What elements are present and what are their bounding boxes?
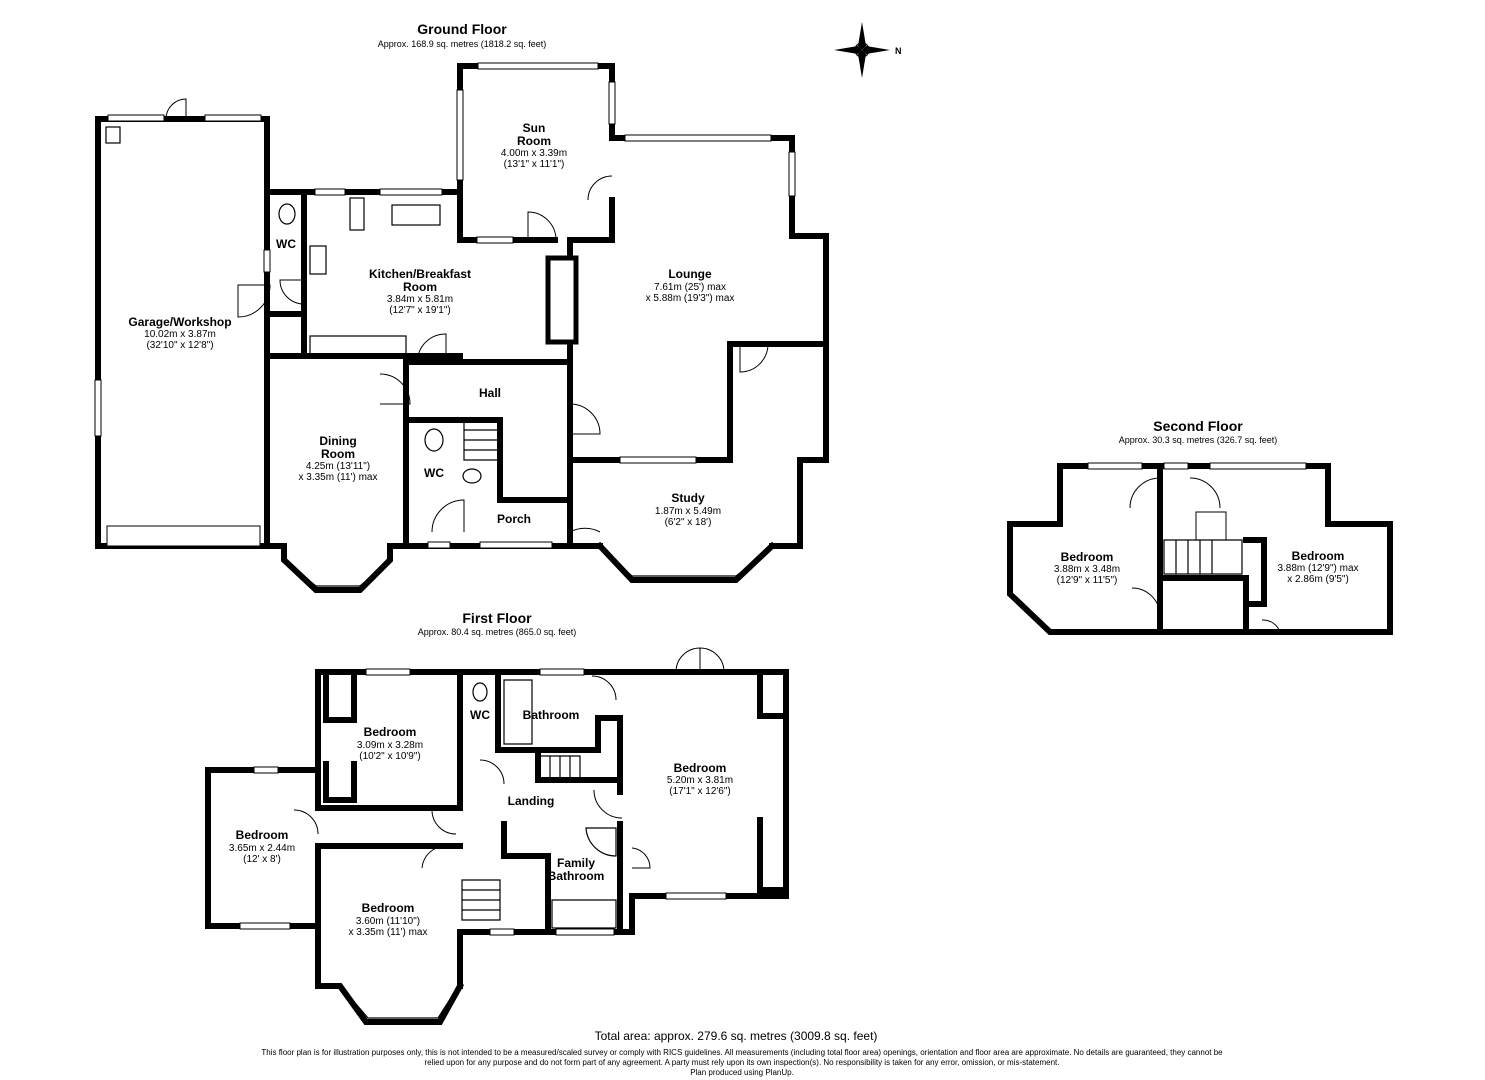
study-bay [595, 541, 777, 583]
sunroom-name2: Room [517, 134, 551, 148]
compass-label: N [895, 46, 902, 56]
ff-bed2-dim2: (12' x 8') [243, 854, 281, 865]
ff-master-dim1: 5.20m x 3.81m [667, 775, 733, 786]
disclaimer-line-2: relied upon for any purpose and do not f… [425, 1058, 1060, 1067]
sunroom-dim2: (13'1" x 11'1") [504, 159, 565, 170]
ff-master-name: Bedroom [674, 761, 727, 775]
lounge-dim1: 7.61m (25') max [654, 282, 726, 293]
ff-landing-label: Landing [508, 794, 555, 808]
garage-dim2: (32'10" x 12'8") [146, 340, 213, 351]
first-floor-walls [315, 669, 789, 989]
planup-credit: Plan produced using PlanUp. [690, 1068, 794, 1077]
ff-bed1-dim1: 3.09m x 3.28m [357, 740, 423, 751]
ff-family-name1: Family [557, 856, 595, 870]
dining-dim1: 4.25m (13'11") [306, 461, 370, 472]
lounge-name: Lounge [668, 267, 712, 281]
sunroom-name1: Sun [523, 121, 546, 135]
ff-bed1-name: Bedroom [364, 725, 417, 739]
sf-bedL-dim1: 3.88m x 3.48m [1054, 564, 1120, 575]
compass-icon [834, 22, 890, 78]
ground-floor-area: Approx. 168.9 sq. metres (1818.2 sq. fee… [378, 39, 547, 49]
kitchen-name1: Kitchen/Breakfast [369, 267, 471, 281]
ff-bed2-dim1: 3.65m x 2.44m [229, 843, 295, 854]
dining-dim2: x 3.35m (11') max [299, 472, 378, 483]
first-floor-title: First Floor [462, 610, 532, 626]
garage-dim1: 10.02m x 3.87m [144, 329, 216, 340]
lounge-dim2: x 5.88m (19'3") max [646, 293, 735, 304]
hall-label: Hall [479, 386, 501, 400]
kitchen-dim2: (12'7" x 19'1") [389, 305, 451, 316]
porch-label: Porch [497, 512, 531, 526]
ff-bed3-dim1: 3.60m (11'10") [356, 916, 420, 927]
ff-family-name2: Bathroom [548, 869, 605, 883]
dining-walls [264, 353, 409, 593]
disclaimer-line-1: This floor plan is for illustration purp… [261, 1048, 1223, 1057]
kitchen-name2: Room [403, 280, 437, 294]
second-floor-area: Approx. 30.3 sq. metres (326.7 sq. feet) [1119, 435, 1278, 445]
kitchen-dim1: 3.84m x 5.81m [387, 294, 453, 305]
first-floor-plan [205, 647, 789, 1025]
ff-bathroom-label: Bathroom [523, 708, 580, 722]
wc2-label: WC [424, 466, 444, 480]
second-floor-plan [1007, 462, 1393, 635]
second-floor-walls [1007, 463, 1393, 635]
sf-bedR-dim1: 3.88m (12'9") max [1277, 563, 1358, 574]
sf-bedR-dim2: x 2.86m (9'5") [1287, 574, 1349, 585]
ground-floor-title: Ground Floor [417, 21, 507, 37]
wc-label: WC [276, 237, 296, 251]
study-dim2: (6'2" x 18') [665, 517, 712, 528]
second-floor-title: Second Floor [1153, 418, 1243, 434]
sf-bedL-name: Bedroom [1061, 550, 1114, 564]
ff-bed3-dim2: x 3.35m (11') max [349, 927, 428, 938]
ff-master-dim2: (17'1" x 12'6") [669, 786, 731, 797]
sunroom-dim1: 4.00m x 3.39m [501, 148, 567, 159]
study-dim1: 1.87m x 5.49m [655, 506, 721, 517]
ground-floor-plan [94, 62, 829, 593]
dining-name2: Room [321, 447, 355, 461]
sf-bedR-name: Bedroom [1292, 549, 1345, 563]
ff-wc-label: WC [470, 708, 490, 722]
ff-bed1-dim2: (10'2" x 10'9") [359, 751, 421, 762]
dining-name1: Dining [319, 434, 356, 448]
ff-bed2-name: Bedroom [236, 828, 289, 842]
ff-bed3-name: Bedroom [362, 901, 415, 915]
first-floor-area: Approx. 80.4 sq. metres (865.0 sq. feet) [418, 627, 577, 637]
total-area: Total area: approx. 279.6 sq. metres (30… [595, 1029, 878, 1043]
study-name: Study [671, 491, 705, 505]
sf-bedL-dim2: (12'9" x 11'5") [1057, 575, 1118, 586]
garage-name: Garage/Workshop [128, 315, 231, 329]
